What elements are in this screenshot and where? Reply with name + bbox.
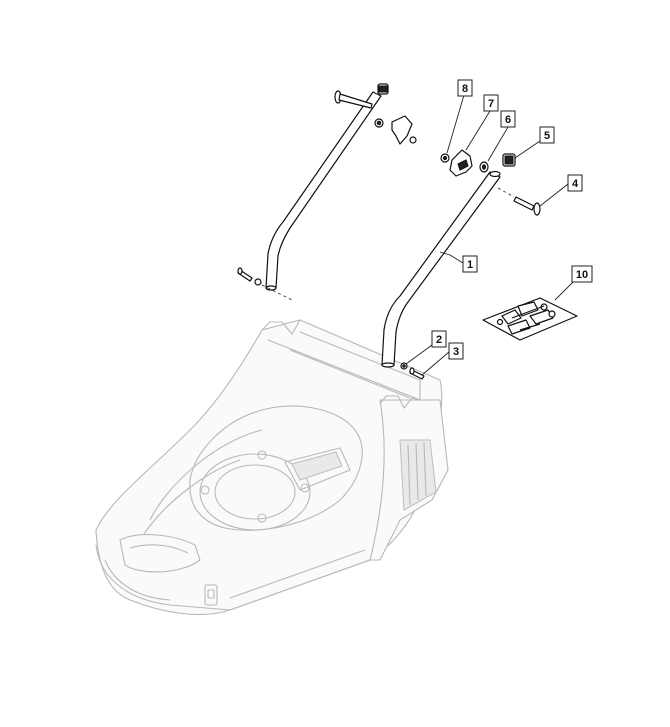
mower-deck [95,319,449,615]
left-upper-bolt [334,90,373,109]
callout-7: 7 [483,94,499,112]
part-8-washer [440,153,450,163]
right-handle-tube [381,170,501,368]
callout-4: 4 [567,174,583,192]
left-cap-nut [377,83,389,95]
part-7-wing-knob [449,149,473,177]
svg-text:8: 8 [462,83,468,95]
callout-6: 6 [500,110,516,128]
callout-1: 1 [462,255,478,273]
leader-lines [405,94,576,376]
callout-2: 2 [431,330,447,348]
svg-text:7: 7 [488,98,494,110]
left-lower-fastener [237,267,293,301]
callout-8: 8 [457,79,473,97]
part-2-nut [400,362,408,370]
svg-text:10: 10 [576,269,588,281]
svg-text:5: 5 [544,130,550,142]
left-handle-tube [265,91,382,291]
part-6-washer [479,161,489,173]
svg-text:2: 2 [436,334,442,346]
part-4-bolt [497,187,541,216]
svg-text:6: 6 [505,114,511,126]
part-10-hardware-bag [482,297,578,341]
left-wing-knob [374,115,417,145]
svg-text:3: 3 [453,346,459,358]
callout-10: 10 [571,265,593,283]
callout-5: 5 [539,126,555,144]
svg-text:1: 1 [467,259,473,271]
part-3-screw [409,367,425,380]
svg-text:4: 4 [572,178,579,190]
callout-3: 3 [448,342,464,360]
part-5-cap-nut [502,153,516,167]
